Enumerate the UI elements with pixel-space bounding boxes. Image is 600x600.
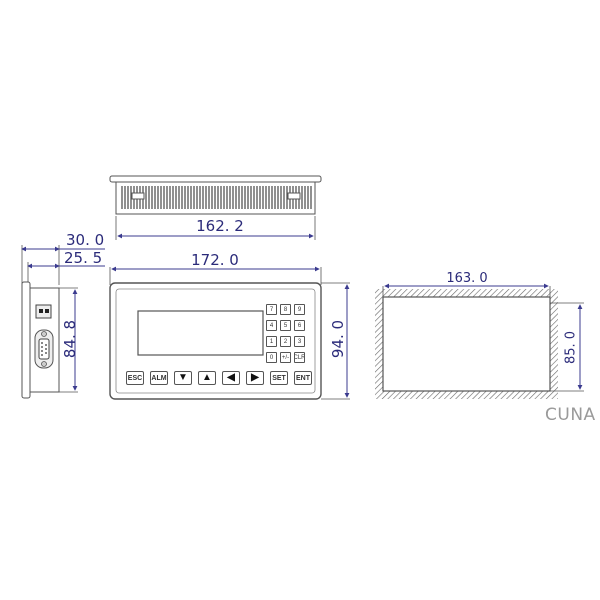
- key-8[interactable]: 8: [280, 304, 291, 315]
- cutout-opening: [382, 296, 551, 392]
- side-view: [21, 245, 105, 399]
- key-0[interactable]: 0: [266, 352, 277, 363]
- ent-button[interactable]: ENT: [294, 371, 312, 385]
- dim-label-30-0: 30. 0: [66, 231, 105, 249]
- cutout-view: [375, 283, 584, 399]
- esc-button[interactable]: ESC: [126, 371, 144, 385]
- dim-label-85-0: 85. 0: [563, 330, 579, 365]
- key-4[interactable]: 4: [266, 320, 277, 331]
- set-button[interactable]: SET: [270, 371, 288, 385]
- dim-label-172-0: 172. 0: [191, 251, 239, 269]
- alm-button[interactable]: ALM: [150, 371, 168, 385]
- right-arrow-button[interactable]: ▶: [246, 371, 264, 385]
- down-arrow-button[interactable]: ▼: [174, 371, 192, 385]
- dimension-162-2: [115, 216, 316, 240]
- key-clr[interactable]: CLR: [294, 352, 305, 363]
- lcd-display: [137, 310, 264, 356]
- key-7[interactable]: 7: [266, 304, 277, 315]
- front-view: [109, 266, 350, 400]
- key-6[interactable]: 6: [294, 320, 305, 331]
- key-9[interactable]: 9: [294, 304, 305, 315]
- left-arrow-button[interactable]: ◀: [222, 371, 240, 385]
- top-view: [109, 175, 322, 240]
- key-2[interactable]: 2: [280, 336, 291, 347]
- key-5[interactable]: 5: [280, 320, 291, 331]
- up-arrow-button[interactable]: ▲: [198, 371, 216, 385]
- numeric-keypad: 7 8 9 4 5 6 1 2 3 0 +/- CLR: [266, 304, 305, 363]
- terminal-block: [35, 304, 52, 319]
- dim-label-94-0: 94. 0: [329, 319, 347, 359]
- key-plus-minus[interactable]: +/-: [280, 352, 291, 363]
- key-3[interactable]: 3: [294, 336, 305, 347]
- dim-label-162-2: 162. 2: [196, 217, 244, 235]
- dim-label-25-5: 25. 5: [64, 249, 103, 267]
- clip-slot-left: [131, 192, 145, 200]
- dim-label-84-8: 84. 8: [61, 319, 79, 359]
- key-1[interactable]: 1: [266, 336, 277, 347]
- dim-label-163-0: 163. 0: [446, 271, 488, 286]
- db9-serial-port: [34, 329, 54, 369]
- watermark: CUNA: [545, 405, 596, 425]
- function-key-row: ESC ALM ▼ ▲ ◀ ▶ SET ENT: [126, 371, 312, 385]
- clip-slot-right: [287, 192, 301, 200]
